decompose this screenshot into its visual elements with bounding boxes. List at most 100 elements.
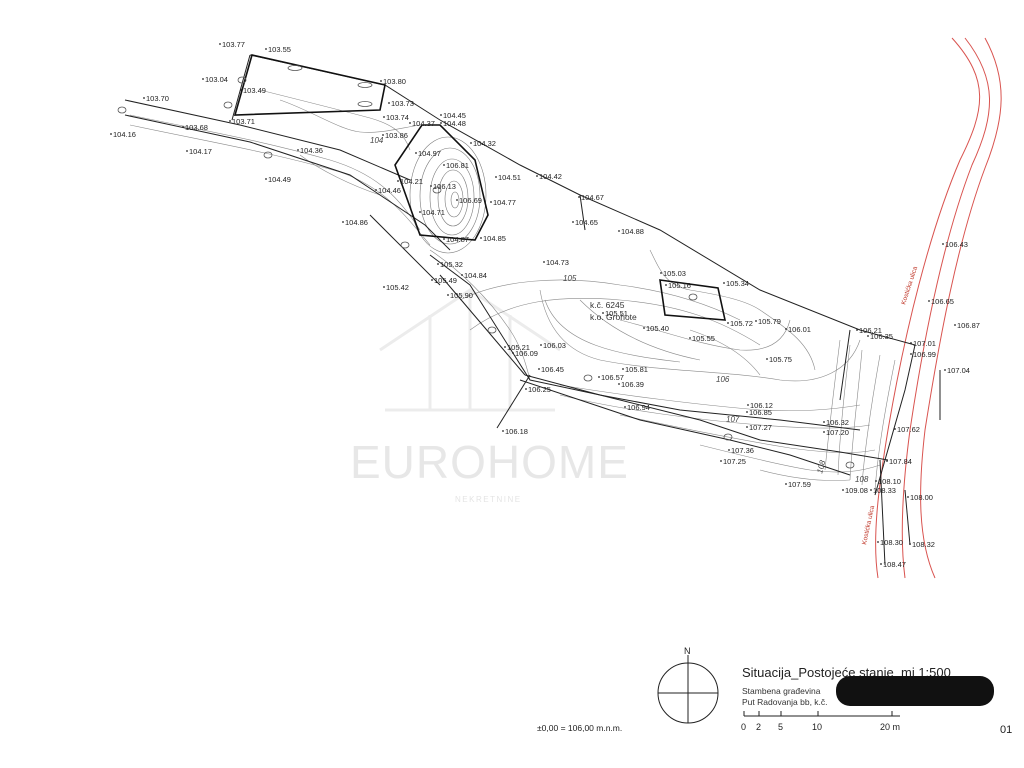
scale-label: 10 bbox=[812, 722, 823, 732]
scale-label: 2 bbox=[756, 722, 762, 732]
elevation-label: 104.37 bbox=[412, 119, 435, 128]
elevation-label: 104.48 bbox=[443, 119, 466, 128]
elevation-point-marker bbox=[942, 243, 944, 245]
elevation-point-marker bbox=[928, 300, 930, 302]
elevation-point-marker bbox=[622, 368, 624, 370]
elevation-label: 104.87 bbox=[446, 235, 469, 244]
elevation-label: 106.35 bbox=[870, 332, 893, 341]
elevation-point-marker bbox=[572, 221, 574, 223]
elevation-label: 106.94 bbox=[627, 403, 650, 412]
elevation-point-marker bbox=[383, 116, 385, 118]
elevation-point-marker bbox=[431, 279, 433, 281]
elevation-label: 104.77 bbox=[493, 198, 516, 207]
elevation-point-marker bbox=[443, 238, 445, 240]
elevation-point-marker bbox=[502, 430, 504, 432]
contour-lines bbox=[129, 89, 896, 491]
elevation-label: 105.16 bbox=[668, 281, 691, 290]
scale-label: 5 bbox=[778, 722, 784, 732]
contour-label: 107 bbox=[726, 415, 740, 424]
elevation-point-marker bbox=[202, 78, 204, 80]
site-features bbox=[117, 65, 855, 469]
elevation-point-marker bbox=[540, 344, 542, 346]
elevation-label: 104.51 bbox=[498, 173, 521, 182]
elevation-label: 103.80 bbox=[383, 77, 406, 86]
elevation-point-marker bbox=[437, 263, 439, 265]
elevation-point-marker bbox=[907, 496, 909, 498]
elevation-point-marker bbox=[297, 149, 299, 151]
elevation-label: 103.49 bbox=[243, 86, 266, 95]
elevation-label: 104.46 bbox=[378, 186, 401, 195]
elevation-point-marker bbox=[618, 230, 620, 232]
elevation-label: 108.30 bbox=[880, 538, 903, 547]
elevation-label: 103.70 bbox=[146, 94, 169, 103]
elevation-label: 107.25 bbox=[723, 457, 746, 466]
elevation-label: 106.25 bbox=[528, 385, 551, 394]
watermark-brand: EUROHOME bbox=[350, 436, 629, 488]
elevation-label: 105.72 bbox=[730, 319, 753, 328]
elevation-point-marker bbox=[229, 120, 231, 122]
elevation-point-marker bbox=[746, 411, 748, 413]
elevation-point-marker bbox=[723, 282, 725, 284]
elevation-label: 106.57 bbox=[601, 373, 624, 382]
elevation-point-marker bbox=[870, 489, 872, 491]
elevation-point-marker bbox=[886, 460, 888, 462]
elevation-point-marker bbox=[383, 286, 385, 288]
elevation-label: 104.21 bbox=[400, 177, 423, 186]
elevation-label: 104.32 bbox=[473, 139, 496, 148]
elevation-point-marker bbox=[504, 346, 506, 348]
elevation-label: 103.77 bbox=[222, 40, 245, 49]
elevation-point-marker bbox=[409, 122, 411, 124]
elevation-point-marker bbox=[490, 201, 492, 203]
elevation-point-marker bbox=[720, 460, 722, 462]
parcel-boundaries bbox=[124, 54, 941, 566]
elevation-point-marker bbox=[665, 284, 667, 286]
elevation-point-marker bbox=[746, 426, 748, 428]
elevation-point-marker bbox=[578, 196, 580, 198]
scale-label: 0 bbox=[741, 722, 747, 732]
elevation-label: 109.08 bbox=[845, 486, 868, 495]
elevation-label: 105.03 bbox=[663, 269, 686, 278]
elevation-point-marker bbox=[265, 48, 267, 50]
elevation-point-marker bbox=[543, 261, 545, 263]
elevation-point-marker bbox=[480, 237, 482, 239]
elevation-point-marker bbox=[910, 342, 912, 344]
elevation-label: 107.84 bbox=[889, 457, 912, 466]
elevation-label: 108.33 bbox=[873, 486, 896, 495]
elevation-point-marker bbox=[456, 199, 458, 201]
elevation-point-marker bbox=[110, 133, 112, 135]
elevation-label: 104.86 bbox=[345, 218, 368, 227]
watermark: EUROHOME NEKRETNINE bbox=[350, 288, 629, 504]
elevation-label: 106.13 bbox=[433, 182, 456, 191]
elevation-point-marker bbox=[728, 449, 730, 451]
project-address: Put Radovanja bb, k.č. bbox=[742, 697, 828, 707]
elevation-label: 107.62 bbox=[897, 425, 920, 434]
elevation-label: 104.49 bbox=[268, 175, 291, 184]
elevation-point-marker bbox=[397, 180, 399, 182]
elevation-label: 103.86 bbox=[385, 131, 408, 140]
parcel-number: k.č. 6245 bbox=[590, 300, 625, 310]
elevation-point-marker bbox=[380, 80, 382, 82]
elevation-point-marker bbox=[388, 102, 390, 104]
elevation-label: 107.20 bbox=[826, 428, 849, 437]
elevation-point-marker bbox=[143, 97, 145, 99]
elevation-point-marker bbox=[823, 421, 825, 423]
elevation-point-marker bbox=[624, 406, 626, 408]
elevation-point-marker bbox=[643, 327, 645, 329]
elevation-label: 104.36 bbox=[300, 146, 323, 155]
elevation-point-marker bbox=[219, 43, 221, 45]
elevation-label: 106.12 bbox=[750, 401, 773, 410]
elevation-label: 106.45 bbox=[541, 365, 564, 374]
north-arrow-icon bbox=[657, 655, 719, 724]
elevation-label: 103.55 bbox=[268, 45, 291, 54]
contour-label: 105 bbox=[563, 274, 577, 283]
elevation-point-marker bbox=[182, 126, 184, 128]
elevation-label: 106.85 bbox=[749, 408, 772, 417]
street-label: Kostićka ulica bbox=[900, 265, 919, 305]
elevation-label: 107.01 bbox=[913, 339, 936, 348]
elevation-point-marker bbox=[375, 189, 377, 191]
elevation-label: 105.32 bbox=[440, 260, 463, 269]
elevation-label: 104.42 bbox=[539, 172, 562, 181]
hill-contours bbox=[409, 136, 487, 254]
elevation-label: 104.85 bbox=[483, 234, 506, 243]
